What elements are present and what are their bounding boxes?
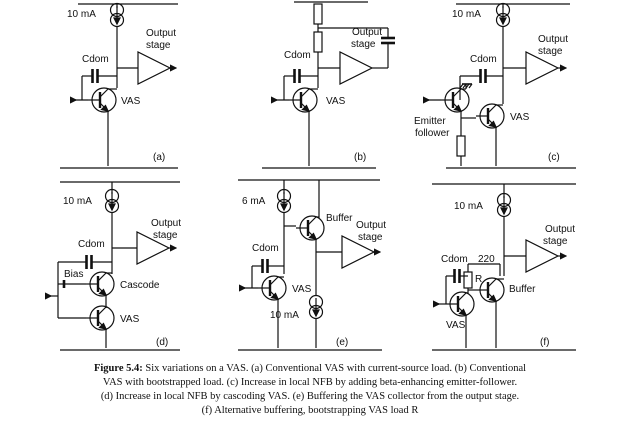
- panel-a-output-label-2: stage: [146, 40, 171, 51]
- transistor-icon: [84, 270, 116, 298]
- current-source-icon: [495, 2, 511, 28]
- panel-f-output-label-1: Output: [545, 224, 575, 235]
- panel-c-follower-label-1: Emitter: [414, 116, 446, 127]
- panel-b: [262, 1, 395, 169]
- panel-d-output-label-2: stage: [153, 230, 178, 241]
- panel-f-source-label: 10 mA: [454, 201, 483, 212]
- transistor-icon: [84, 304, 116, 332]
- panel-b-cdom-label: Cdom: [284, 50, 311, 61]
- panel-d-tag: (d): [156, 337, 168, 348]
- resistor-icon: [313, 31, 323, 53]
- figure-number: Figure 5.4:: [93, 363, 143, 374]
- panel-c-cdom-label: Cdom: [470, 54, 497, 65]
- output-stage-icon: [137, 51, 171, 85]
- panel-e-vas-label: VAS: [292, 284, 312, 295]
- panel-f-cdom-label: Cdom: [441, 254, 468, 265]
- panel-c-output-label-2: stage: [538, 46, 563, 57]
- caption-line-2: VAS with bootstrapped load. (c) Increase…: [102, 377, 518, 388]
- panel-f-buffer-label: Buffer: [509, 284, 536, 295]
- transistor-icon: [474, 102, 506, 130]
- current-source-icon: [276, 188, 292, 214]
- panel-e: [238, 179, 382, 351]
- transistor-icon: [256, 274, 288, 302]
- panel-b-vas-label: VAS: [326, 96, 346, 107]
- caption-line-1: Figure 5.4: Six variations on a VAS. (a)…: [0, 362, 620, 376]
- capacitor-icon: [479, 67, 487, 85]
- panel-d-cascode-label: Cascode: [120, 280, 160, 291]
- panel-e-cdom-label: Cdom: [252, 243, 279, 254]
- panel-f-r-value-label: 220: [478, 254, 495, 265]
- capacitor-icon: [293, 67, 301, 85]
- resistor-icon: [313, 3, 323, 25]
- panel-f-r-label: R: [475, 274, 482, 285]
- transistor-icon: [86, 86, 118, 114]
- panel-d-source-label: 10 mA: [63, 196, 92, 207]
- figure-caption: Figure 5.4: Six variations on a VAS. (a)…: [0, 362, 620, 418]
- transistor-icon: [287, 86, 319, 114]
- panel-c-vas-label: VAS: [510, 112, 530, 123]
- caption-line-3: (d) Increase in local NFB by cascoding V…: [100, 391, 520, 402]
- output-stage-icon: [339, 51, 373, 85]
- panel-e-buffer-label: Buffer: [326, 213, 353, 224]
- panel-e-output-label-2: stage: [358, 232, 383, 243]
- resistor-icon: [456, 135, 466, 157]
- caption-text-1: Six variations on a VAS. (a) Conventiona…: [145, 363, 527, 374]
- panel-b-output-label-2: stage: [351, 39, 376, 50]
- panel-d-bias-label: Bias: [64, 269, 83, 280]
- panel-d: [45, 181, 180, 351]
- panel-a-source-label: 10 mA: [67, 9, 96, 20]
- panel-c-follower-label-2: follower: [415, 128, 450, 139]
- panel-d-output-label-1: Output: [151, 218, 181, 229]
- resistor-icon: [463, 271, 473, 289]
- current-sink-icon: [308, 294, 324, 320]
- current-source-icon: [496, 192, 512, 218]
- panel-e-output-label-1: Output: [356, 220, 386, 231]
- capacitor-icon: [91, 67, 99, 85]
- panel-a-vas-label: VAS: [121, 96, 141, 107]
- capacitor-icon: [453, 267, 461, 285]
- panel-c-output-label-1: Output: [538, 34, 568, 45]
- current-source-icon: [109, 2, 125, 28]
- capacitor-icon: [85, 253, 93, 271]
- transistor-icon: [444, 290, 476, 318]
- panel-a: [60, 2, 178, 169]
- panel-a-cdom-label: Cdom: [82, 54, 109, 65]
- transistor-icon: [294, 214, 326, 242]
- panel-b-tag: (b): [354, 152, 366, 163]
- panel-f-vas-label: VAS: [446, 320, 466, 331]
- current-source-icon: [104, 188, 120, 214]
- caption-line-4: (f) Alternative buffering, bootstrapping…: [201, 405, 419, 416]
- panel-f-output-label-2: stage: [543, 236, 568, 247]
- panel-b-output-label-1: Output: [352, 27, 382, 38]
- panel-f: [432, 183, 576, 351]
- panel-a-tag: (a): [153, 152, 165, 163]
- panel-c-tag: (c): [548, 152, 560, 163]
- panel-a-output-label-1: Output: [146, 28, 176, 39]
- capacitor-icon: [261, 257, 269, 275]
- panel-c-source-label: 10 mA: [452, 9, 481, 20]
- panel-d-cdom-label: Cdom: [78, 239, 105, 250]
- panel-d-vas-label: VAS: [120, 314, 140, 325]
- panel-e-tag: (e): [336, 337, 348, 348]
- panel-f-tag: (f): [540, 337, 549, 348]
- transistor-icon: [439, 86, 471, 114]
- panel-c: [423, 2, 576, 169]
- panel-e-source-label: 6 mA: [242, 196, 266, 207]
- panel-e-sink-label: 10 mA: [270, 310, 299, 321]
